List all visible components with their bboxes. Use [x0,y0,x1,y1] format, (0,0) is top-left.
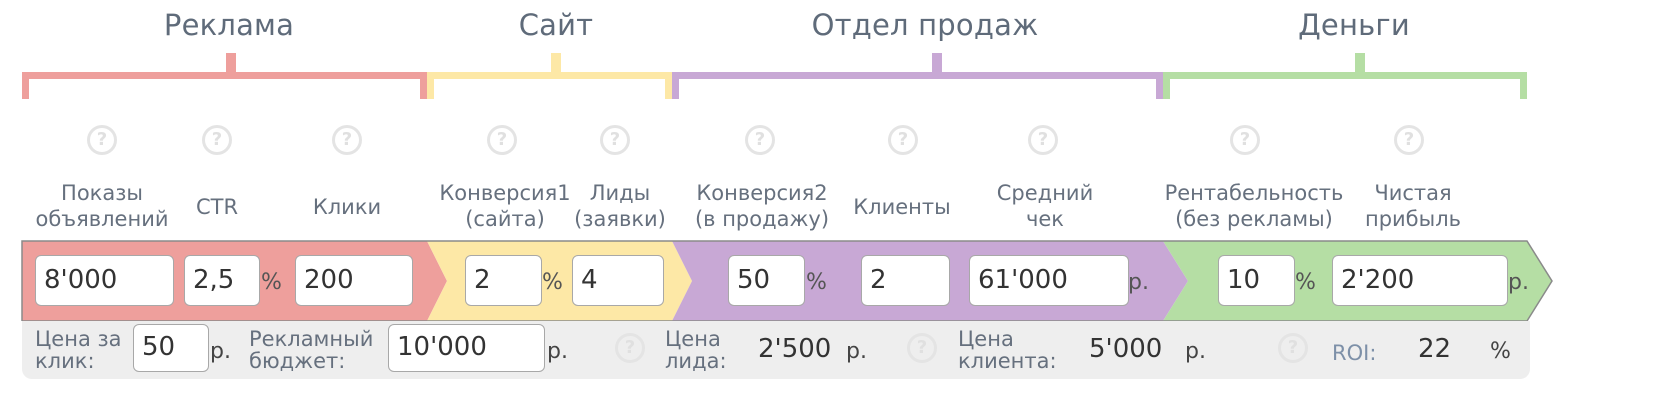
cpc-label: Цена за клик: [35,327,122,373]
leads-input[interactable]: 4 [572,255,664,306]
client-price-rub-unit: р. [1185,339,1206,364]
cpc-rub-unit: р. [210,339,231,364]
bracket-site [427,53,672,99]
label-net-profit: Чистая прибыль [1364,181,1462,231]
average-check-rub-unit: р. [1128,270,1149,295]
profitability-percent-unit: % [1295,270,1316,295]
clients-input[interactable]: 2 [861,255,950,306]
help-icon-conversion1[interactable]: ? [487,125,517,155]
label-clients: Клиенты [853,195,951,219]
profitability-input[interactable]: 10 [1218,255,1295,306]
budget-rub-unit: р. [547,339,568,364]
roi-percent-unit: % [1490,339,1511,364]
label-average-check: Средний чек [996,181,1094,231]
help-icon-lead-price[interactable]: ? [907,333,937,363]
help-icon-clients[interactable]: ? [888,125,918,155]
lead-price-label: Цена лида: [665,327,727,373]
lead-price-value: 2'500 [758,334,832,364]
budget-label: Рекламный бюджет: [249,327,374,373]
help-icon-average-check[interactable]: ? [1028,125,1058,155]
label-conversion1: Конверсия1 (сайта) [439,181,571,231]
budget-input[interactable]: 10'000 [388,324,545,372]
ctr-input[interactable]: 2,5 [184,255,260,306]
lead-price-rub-unit: р. [846,339,867,364]
label-profitability: Рентабельность (без рекламы) [1164,181,1344,231]
conversion1-input[interactable]: 2 [465,255,542,306]
average-check-input[interactable]: 61'000 [969,255,1129,306]
help-icon-net-profit[interactable]: ? [1394,125,1424,155]
label-ctr: CTR [195,195,239,219]
impressions-input[interactable]: 8'000 [35,255,174,306]
client-price-label: Цена клиента: [958,327,1057,373]
conversion2-input[interactable]: 50 [728,255,805,306]
section-title-sales: Отдел продаж [811,8,1039,42]
roi-label: ROI: [1332,341,1377,365]
bracket-money [1163,53,1527,99]
label-leads: Лиды (заявки) [574,181,666,231]
label-conversion2: Конверсия2 (в продажу) [694,181,830,231]
bracket-sales [672,53,1163,99]
section-title-ads: Реклама [163,8,295,42]
ctr-percent-unit: % [261,270,282,295]
client-price-value: 5'000 [1089,334,1163,364]
label-impressions: Показы объявлений [35,181,169,231]
help-icon-conversion2[interactable]: ? [745,125,775,155]
conversion1-percent-unit: % [542,270,563,295]
bracket-ads [22,53,427,99]
help-icon-impressions[interactable]: ? [87,125,117,155]
net-profit-rub-unit: р. [1508,270,1529,295]
help-icon-leads[interactable]: ? [600,125,630,155]
conversion2-percent-unit: % [806,270,827,295]
section-title-site: Сайт [518,8,594,42]
help-icon-budget[interactable]: ? [615,333,645,363]
roi-value: 22 [1418,334,1452,364]
help-icon-profitability[interactable]: ? [1230,125,1260,155]
help-icon-client-price[interactable]: ? [1278,333,1308,363]
cpc-input[interactable]: 50 [133,324,209,372]
help-icon-ctr[interactable]: ? [202,125,232,155]
clicks-input[interactable]: 200 [295,255,413,306]
section-title-money: Деньги [1298,8,1410,42]
label-clicks: Клики [312,195,382,219]
help-icon-clicks[interactable]: ? [332,125,362,155]
net-profit-input[interactable]: 2'200 [1332,255,1508,306]
